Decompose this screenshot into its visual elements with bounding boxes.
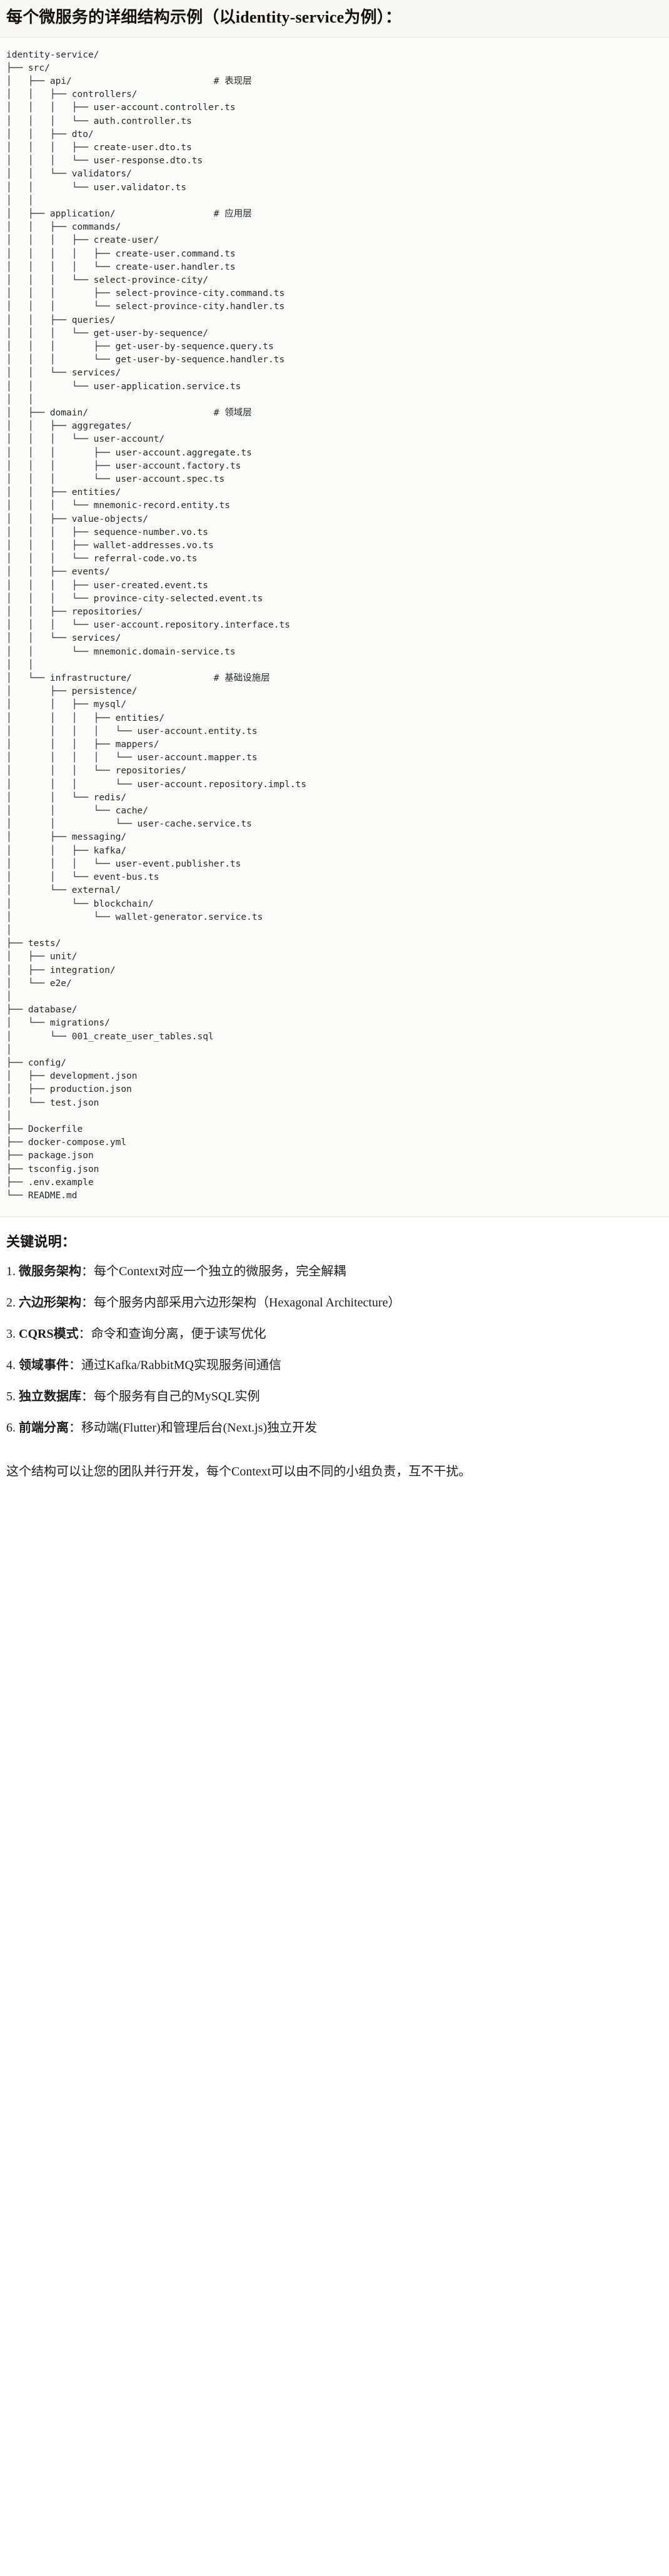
note-rest: ：通过Kafka/RabbitMQ实现服务间通信 — [69, 1358, 281, 1373]
note-lead: 前端分离 — [19, 1421, 69, 1435]
directory-tree-block: identity-service/ ├── src/ │ ├── api/ # … — [0, 37, 669, 1218]
note-item: 3. CQRS模式：命令和查询分离，便于读写优化 — [6, 1325, 663, 1343]
page-root: 每个微服务的详细结构示例（以identity-service为例）： ident… — [0, 0, 669, 1479]
note-number: 6. — [6, 1421, 16, 1435]
note-number: 1. — [6, 1265, 16, 1279]
note-lead: CQRS模式 — [19, 1327, 79, 1341]
note-lead: 六边形架构 — [19, 1296, 81, 1310]
note-item: 4. 领域事件：通过Kafka/RabbitMQ实现服务间通信 — [6, 1356, 663, 1375]
note-rest: ：每个服务有自己的MySQL实例 — [81, 1390, 260, 1404]
note-rest: ：每个服务内部采用六边形架构（Hexagonal Architecture） — [81, 1296, 401, 1310]
note-item: 1. 微服务架构：每个Context对应一个独立的微服务，完全解耦 — [6, 1262, 663, 1281]
note-item: 2. 六边形架构：每个服务内部采用六边形架构（Hexagonal Archite… — [6, 1293, 663, 1312]
note-lead: 独立数据库 — [19, 1390, 81, 1404]
directory-tree: identity-service/ ├── src/ │ ├── api/ # … — [6, 49, 307, 1201]
title-bar: 每个微服务的详细结构示例（以identity-service为例）： — [0, 0, 669, 38]
note-number: 4. — [6, 1358, 16, 1373]
note-number: 3. — [6, 1327, 16, 1341]
note-item: 6. 前端分离：移动端(Flutter)和管理后台(Next.js)独立开发 — [6, 1418, 663, 1437]
key-notes-section: 关键说明： 1. 微服务架构：每个Context对应一个独立的微服务，完全解耦 … — [0, 1217, 669, 1459]
key-notes-heading: 关键说明： — [6, 1234, 76, 1250]
note-rest: ：移动端(Flutter)和管理后台(Next.js)独立开发 — [69, 1421, 318, 1435]
closing-paragraph: 这个结构可以让您的团队并行开发，每个Context可以由不同的小组负责，互不干扰… — [6, 1465, 471, 1479]
note-rest: ：每个Context对应一个独立的微服务，完全解耦 — [81, 1265, 346, 1279]
key-notes-list: 1. 微服务架构：每个Context对应一个独立的微服务，完全解耦 2. 六边形… — [6, 1262, 663, 1437]
note-lead: 领域事件 — [19, 1358, 69, 1373]
note-number: 5. — [6, 1390, 16, 1404]
note-item: 5. 独立数据库：每个服务有自己的MySQL实例 — [6, 1387, 663, 1406]
note-rest: ：命令和查询分离，便于读写优化 — [78, 1327, 266, 1341]
note-number: 2. — [6, 1296, 16, 1310]
page-title: 每个微服务的详细结构示例（以identity-service为例）： — [6, 8, 402, 26]
note-lead: 微服务架构 — [19, 1265, 81, 1279]
